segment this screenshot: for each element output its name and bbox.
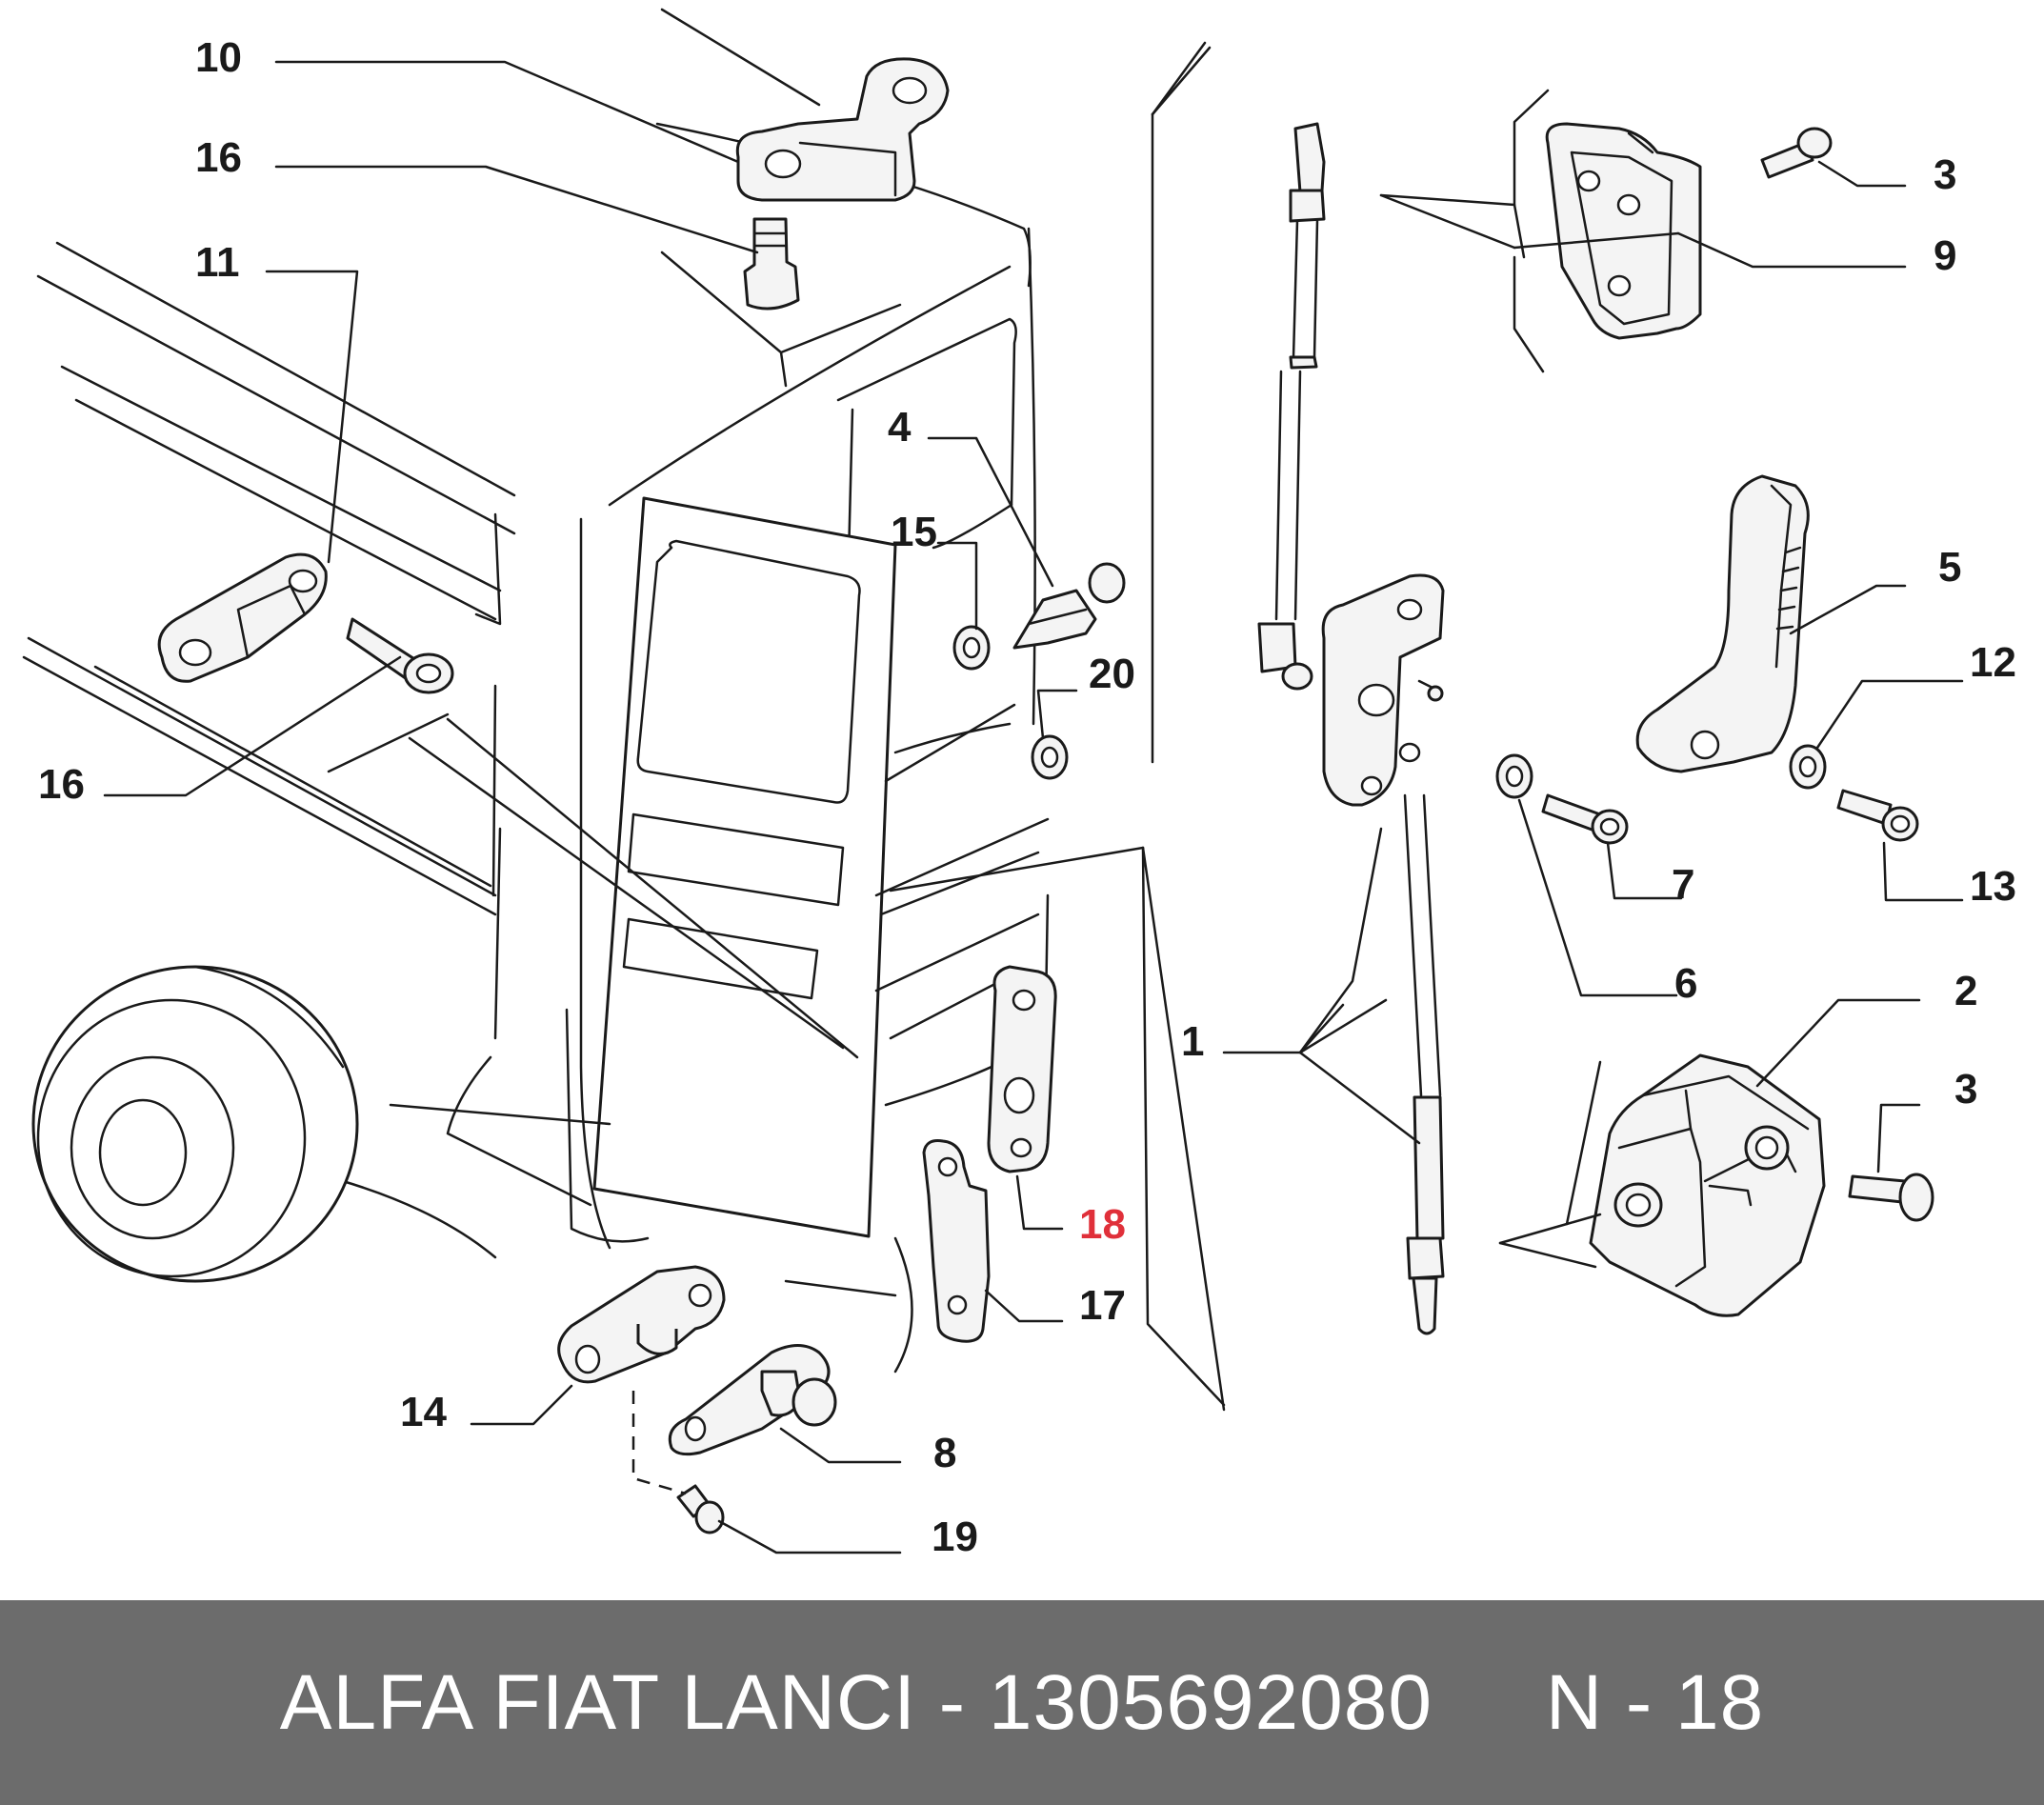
- dashed-guide-19: [631, 1391, 687, 1495]
- callout-7: 7: [1672, 861, 1694, 908]
- footer-page: N - 18: [1545, 1658, 1765, 1746]
- leader-lines: [103, 60, 1964, 1554]
- callout-18: 18: [1079, 1201, 1126, 1248]
- footer-brand: ALFA FIAT LANCI: [279, 1658, 916, 1746]
- part-6-washer: [1495, 753, 1533, 799]
- callout-3-upper: 3: [1934, 151, 1956, 198]
- part-12-washer: [1789, 744, 1827, 790]
- part-13-bolt: [1836, 789, 1919, 842]
- callout-4: 4: [888, 404, 912, 451]
- part-20-washer: [1031, 734, 1069, 780]
- callout-13: 13: [1970, 863, 2016, 910]
- vehicle-body: [22, 8, 1226, 1412]
- callout-15: 15: [891, 509, 937, 555]
- part-15-washer: [952, 625, 991, 671]
- part-16-pin: [743, 217, 800, 311]
- callout-1: 1: [1181, 1018, 1204, 1065]
- callout-19: 19: [932, 1514, 978, 1560]
- callout-9: 9: [1934, 232, 1956, 279]
- callout-16-upper: 16: [195, 134, 242, 181]
- part-16-bolt: [346, 617, 454, 694]
- callout-12: 12: [1970, 639, 2016, 686]
- part-19-screw: [676, 1484, 725, 1534]
- callout-17: 17: [1079, 1282, 1126, 1329]
- callout-2: 2: [1954, 968, 1977, 1014]
- part-11-bracket: [157, 552, 328, 683]
- footer-separator: -: [938, 1658, 967, 1746]
- part-17-bracket: [922, 1139, 991, 1343]
- part-18-plate: [987, 965, 1057, 1173]
- callout-10: 10: [195, 34, 242, 81]
- part-4-striker: [1012, 562, 1126, 650]
- part-9-hinge-block: [1545, 122, 1702, 340]
- part-5-handle: [1635, 474, 1810, 773]
- callout-11: 11: [195, 239, 240, 286]
- callout-numbers: 10 16 11 16 4 15 20 18 17 14 8 19 1 3 9 …: [38, 34, 2016, 1560]
- part-8-striker: [668, 1344, 837, 1456]
- wheel-icon: [31, 965, 359, 1283]
- callout-6: 6: [1674, 960, 1697, 1007]
- callout-5: 5: [1938, 544, 1961, 591]
- part-10-upper-hinge-bracket: [735, 57, 950, 202]
- callout-3-lower: 3: [1954, 1066, 1977, 1113]
- part-1-latch-rod-assembly: [1257, 122, 1445, 1335]
- footer-bar: ALFA FIAT LANCI - 1305692080 N - 18: [0, 1600, 2044, 1805]
- part-3-bolt-lower: [1848, 1173, 1934, 1222]
- parts-diagram: 10 16 11 16 4 15 20 18 17 14 8 19 1 3 9 …: [22, 8, 2016, 1560]
- callout-14: 14: [400, 1389, 447, 1435]
- part-7-bolt: [1541, 793, 1629, 845]
- part-2-hinge-block: [1589, 1053, 1826, 1317]
- callout-8: 8: [933, 1430, 956, 1476]
- part-3-bolt-upper: [1760, 127, 1833, 179]
- callout-16-lower: 16: [38, 761, 85, 808]
- part-14-striker-plate: [557, 1265, 726, 1384]
- callout-20: 20: [1089, 651, 1135, 697]
- footer-part-number: 1305692080: [988, 1658, 1433, 1746]
